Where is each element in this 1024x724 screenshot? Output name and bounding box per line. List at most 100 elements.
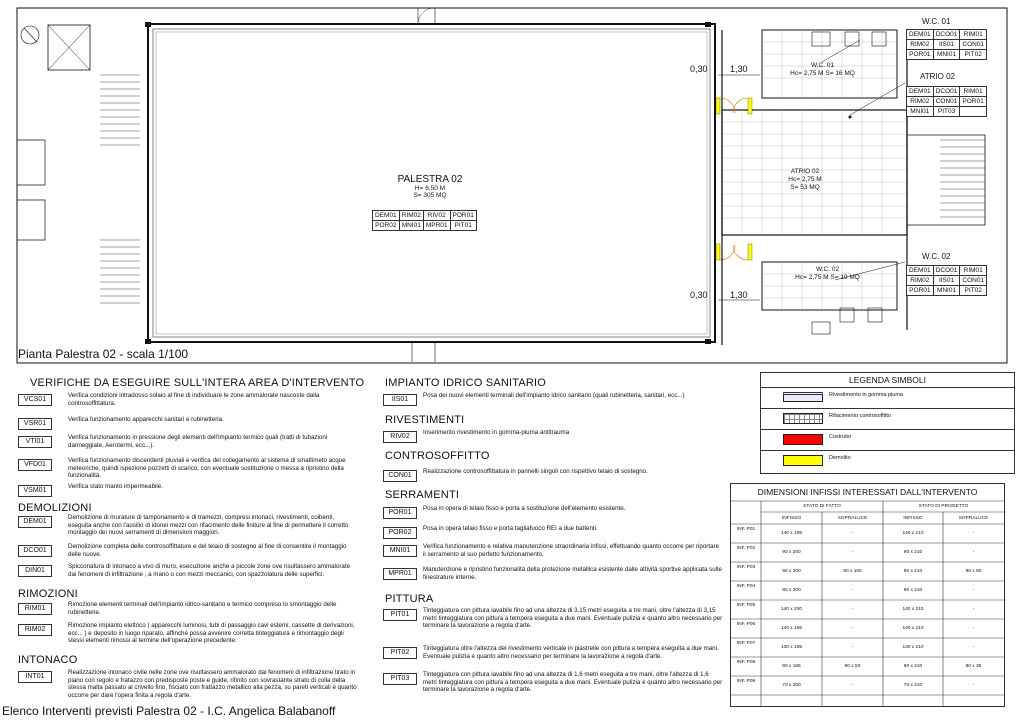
wc02-dims: Hc= 2,75 M S= 19 MQ: [795, 274, 860, 281]
wc01-code: RIM01: [959, 29, 988, 40]
atrio-code: RIM01: [959, 86, 987, 97]
wc02-code: DCO01: [932, 265, 961, 276]
desc-pit01: Tinteggiatura con pittura lavabile fino …: [423, 607, 723, 630]
row-id: INF. P08: [736, 660, 756, 665]
table-cell: -: [851, 626, 854, 631]
row-id: INF. P01: [736, 527, 756, 532]
footer-title: Elenco Interventi previsti Palestra 02 -…: [2, 704, 336, 718]
table-cell: 140 x 200: [780, 607, 803, 612]
code-pit03: PIT03: [383, 673, 417, 685]
desc-mni01: Verifica funzionamento e relativa manute…: [423, 543, 720, 558]
gym-code: PIT01: [449, 220, 477, 231]
dimensions-grid: [731, 500, 1004, 706]
table-cell: 90 x 35: [965, 664, 982, 669]
table-cell: 90 x 210: [903, 550, 923, 555]
wc02-code: PIT02: [959, 285, 988, 296]
wc01-code: RIM02: [906, 39, 934, 50]
table-cell: 90 x 200: [782, 588, 801, 593]
code-mni01: MNI01: [383, 545, 417, 557]
desc-vsm01: Verifica stato manto impermeabile.: [68, 483, 163, 490]
serramenti-title: SERRAMENTI: [385, 489, 460, 501]
table-cell: -: [851, 588, 854, 593]
code-vti01: VTI01: [18, 436, 52, 448]
rimozioni-title: RIMOZIONI: [18, 588, 78, 600]
code-vsm01: VSM01: [18, 485, 52, 497]
gym-code: MPR01: [422, 220, 451, 231]
desc-con01: Realizzazione controsoffittatura in pann…: [423, 468, 648, 475]
verifiche-title: VERIFICHE DA ESEGUIRE SULL'INTERA AREA D…: [30, 377, 365, 389]
dim-top-left: 0,30: [690, 64, 708, 74]
wc02-code: RIM02: [906, 275, 934, 286]
floor-plan: PALESTRA 02 H= 6,50 M S= 305 MQ DEM01 RI…: [16, 7, 1008, 364]
code-pit02: PIT02: [383, 647, 417, 659]
wc01-code: DEM01: [906, 29, 934, 40]
wc01-code: POR01: [906, 49, 934, 60]
wc02-label: W.C. 02 Hc= 2,75 M S= 19 MQ: [780, 266, 875, 282]
desc-por01: Posa in opera di telaio fisso e porta a …: [423, 505, 626, 512]
table-cell: -: [972, 531, 975, 536]
gym-code: POR02: [372, 220, 400, 231]
table-cell: -: [972, 645, 975, 650]
demolizioni-title: DEMOLIZIONI: [18, 502, 92, 514]
table-cell: 90 x 100: [843, 569, 862, 574]
code-con01: CON01: [383, 470, 417, 482]
code-din01: DIN01: [18, 565, 52, 577]
atrio-tag: ATRIO 02: [920, 72, 955, 81]
atrio-label: ATRIO 02 Hc= 2,75 M S= 53 MQ: [770, 168, 840, 192]
table-cell: 90 x 210: [903, 588, 923, 593]
table-cell: 70 x 210: [903, 683, 923, 688]
code-rim01: RIM01: [18, 603, 52, 615]
atrio-code: CON01: [932, 96, 961, 107]
wc02-code: CON01: [959, 275, 988, 286]
wc01-dims: Hc= 2,75 M S= 16 MQ: [790, 70, 855, 77]
wc01-tag: W.C. 01: [922, 17, 951, 26]
table-cell: 140 x 210: [902, 626, 924, 631]
table-cell: -: [851, 531, 854, 536]
legend-row: Costruito: [761, 429, 1014, 448]
code-vfd01: VFD01: [18, 459, 52, 471]
desc-iis01: Posa dei nuovi elementi terminali dell'i…: [423, 392, 685, 399]
desc-int01: Realizzazione intonaco civile nelle zone…: [68, 669, 357, 699]
gym-code: DEM01: [372, 210, 400, 221]
code-int01: INT01: [18, 671, 52, 683]
table-cell: 90 x 210: [903, 664, 923, 669]
table-cell: 140 x 195: [780, 626, 803, 631]
table-cell: 90 x 165: [782, 664, 801, 669]
code-vcs01: VCS01: [18, 394, 52, 406]
table-cell: 90 x 200: [782, 569, 801, 574]
atrio-code: POR01: [959, 96, 987, 107]
sub-header: INFISSO: [903, 516, 923, 521]
code-por01: POR01: [383, 507, 417, 519]
legend-swatch: [783, 434, 823, 445]
table-cell: -: [972, 588, 975, 593]
table-cell: -: [851, 645, 854, 650]
north-arrow-icon: [20, 25, 40, 45]
desc-din01: Spicconatura di intonaco a vivo di muro,…: [68, 563, 351, 578]
code-vsr01: VSR01: [18, 418, 52, 430]
wc02-name: W.C. 02: [815, 266, 840, 273]
gym-name: PALESTRA 02: [397, 174, 463, 185]
desc-rim01: Rimozione elementi terminali dell'impian…: [68, 601, 337, 616]
legend-swatch: [783, 413, 823, 424]
atrio-code: PIT03: [932, 106, 961, 117]
table-cell: -: [972, 550, 975, 555]
desc-vcs01: Verifica condizioni intradosso solaio al…: [68, 392, 320, 407]
gym-code: RIV02: [422, 210, 451, 221]
desc-dem01: Demolizione di murature di tamponamento …: [68, 514, 349, 537]
legend-label: Demolito: [829, 455, 851, 461]
legend-box: LEGENDA SIMBOLI Rivestimento in gomma pi…: [760, 372, 1015, 474]
row-id: INF. P05: [736, 603, 756, 608]
table-cell: 70 x 200: [782, 683, 801, 688]
plan-title: Pianta Palestra 02 - scala 1/100: [18, 347, 189, 361]
legend-row: Rivestimento in gomma piuma: [761, 387, 1014, 406]
code-dco01: DCO01: [18, 545, 52, 557]
sub-header: INFISSO: [781, 516, 802, 521]
gym-height: H= 6,50 M: [414, 185, 446, 192]
wc02-tag: W.C. 02: [922, 252, 951, 261]
atrio-code: RIM02: [906, 96, 934, 107]
atrio-code: MNI01: [906, 106, 934, 117]
atrio-name: ATRIO 02: [790, 168, 820, 175]
gym-codes-table: DEM01 RIM02 RIV02 POR01 POR02 MNI01 MPR0…: [372, 210, 477, 231]
table-cell: 140 x 210: [902, 607, 924, 612]
